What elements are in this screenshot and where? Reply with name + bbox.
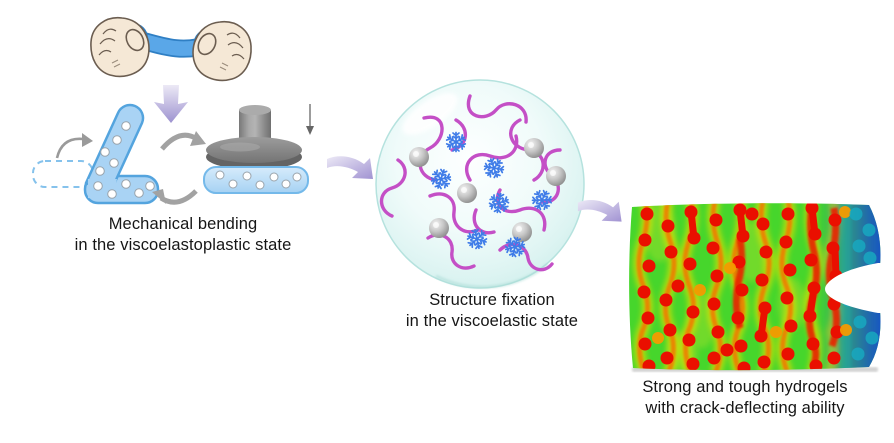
caption-line: Strong and tough hydrogels: [642, 378, 848, 396]
bending-stage: [32, 103, 314, 205]
caption-line: with crack-deflecting ability: [645, 399, 845, 417]
caption-mechanical-bending: Mechanical bending in the viscoelastopla…: [24, 214, 342, 256]
deflected-crack-path-dots: [637, 203, 844, 371]
caption-line: in the viscoelastic state: [405, 312, 579, 330]
gel-slab-pores: [215, 170, 302, 190]
stretching-hands-illustration: [90, 17, 252, 82]
process-arrow-1-icon: [327, 156, 373, 179]
original-shape-dashed-outline: [32, 160, 94, 188]
caption-line: Structure fixation: [429, 291, 555, 309]
process-arrow-2-icon: [577, 200, 622, 222]
crack-notch: [825, 263, 894, 313]
caption-line: in the viscoelastoplastic state: [74, 236, 292, 254]
right-hand-icon: [192, 21, 252, 82]
bent-gel-bar: [83, 103, 160, 205]
down-arrow-icon: [154, 85, 188, 123]
bend-rotation-arrow-icon: [55, 133, 93, 159]
left-hand-icon: [90, 17, 150, 78]
fixation-stage-bubble: [375, 79, 585, 289]
caption-tough-hydrogels: Strong and tough hydrogels with crack-de…: [596, 377, 894, 419]
compression-press: [206, 104, 314, 170]
press-force-arrow-icon: [306, 104, 314, 135]
cycle-arrows-icon: [152, 131, 206, 205]
pressed-gel-slab: [203, 166, 309, 194]
nanoparticles: [409, 138, 566, 242]
caption-structure-fixation: Structure fixation in the viscoelastic s…: [374, 290, 610, 332]
caption-line: Mechanical bending: [108, 215, 258, 233]
stress-simulation-heatmap: [629, 203, 894, 371]
gel-bar-pores: [93, 121, 155, 199]
bubble-highlight: [402, 93, 458, 135]
